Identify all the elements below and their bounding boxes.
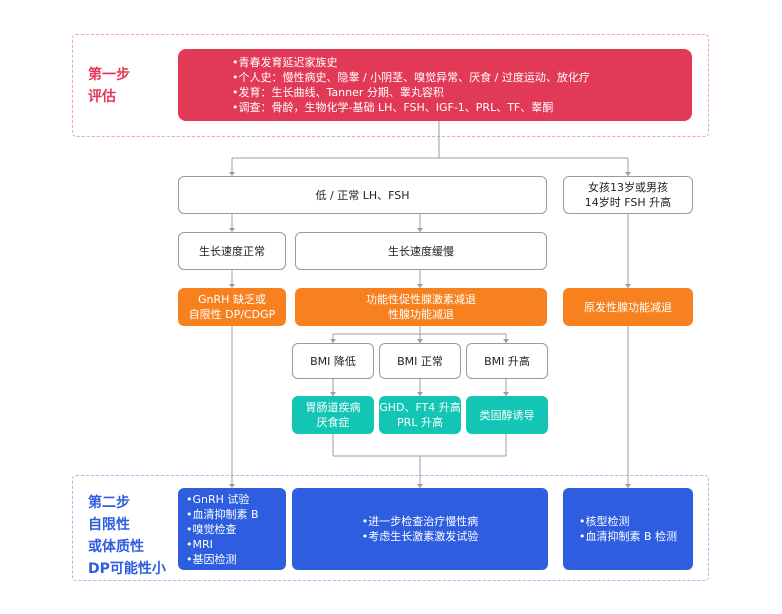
assessment-box: •青春发育延迟家族史 •个人史：慢性病史、隐睾 / 小阴茎、嗅觉异常、厌食 / … xyxy=(178,49,692,121)
gnrh-deficiency-box: GnRH 缺乏或 自限性 DP/CDGP xyxy=(178,288,286,326)
steroid-induced-box: 类固醇诱导 xyxy=(466,396,548,434)
gnrh-deficiency-line2: 自限性 DP/CDGP xyxy=(188,308,276,321)
gnrh-deficiency-line1: GnRH 缺乏或 xyxy=(198,293,266,306)
test-item: •考虑生长激素激发试验 xyxy=(361,530,479,543)
test-item: •MRI xyxy=(186,537,213,551)
test-item: •嗅觉检查 xyxy=(186,522,237,536)
growth-normal-label: 生长速度正常 xyxy=(199,244,265,258)
step2-label-line3: 或体质性 xyxy=(88,539,144,555)
low-lh-fsh-box: 低 / 正常 LH、FSH xyxy=(178,176,547,214)
primary-hypogonadism-label: 原发性腺功能减退 xyxy=(584,300,672,314)
high-fsh-line2: 14岁时 FSH 升高 xyxy=(584,196,672,209)
bmi-high-box: BMI 升高 xyxy=(466,343,548,379)
growth-normal-box: 生长速度正常 xyxy=(178,232,286,270)
step2-label-line4: DP可能性小 xyxy=(88,561,166,577)
step1-label-line1: 第一步 xyxy=(88,67,130,83)
bmi-low-label: BMI 降低 xyxy=(310,354,356,368)
step2-label-line2: 自限性 xyxy=(88,517,130,533)
functional-hypogonadism-box: 功能性促性腺激素减退 性腺功能减退 xyxy=(295,288,547,326)
chronic-disease-list: •进一步检查治疗慢性病 •考虑生长激素激发试验 xyxy=(362,514,479,544)
gi-disease-line1: 胃肠道疾病 xyxy=(305,401,361,414)
assessment-item: •调查：骨龄，生物化学-基础 LH、FSH、IGF-1、PRL、TF、睾酮 xyxy=(232,101,554,114)
high-fsh-line1: 女孩13岁或男孩 xyxy=(588,181,668,194)
step1-frame xyxy=(72,34,709,137)
gnrh-tests-box: •GnRH 试验 •血清抑制素 B •嗅觉检查 •MRI •基因检测 xyxy=(178,488,286,570)
steroid-induced-label: 类固醇诱导 xyxy=(479,408,535,422)
test-item: •核型检测 xyxy=(578,515,630,528)
karyotype-list: •核型检测 •血清抑制素 B 检测 xyxy=(579,514,677,544)
primary-hypogonadism-box: 原发性腺功能减退 xyxy=(563,288,693,326)
assessment-item: •个人史：慢性病史、隐睾 / 小阴茎、嗅觉异常、厌食 / 过度运动、放化疗 xyxy=(232,71,590,84)
ghd-box: GHD、FT4 升高 PRL 升高 xyxy=(379,396,461,434)
growth-slow-label: 生长速度缓慢 xyxy=(388,244,454,258)
bmi-high-label: BMI 升高 xyxy=(484,354,530,368)
step2-label-line1: 第二步 xyxy=(88,495,130,511)
assessment-item: •发育：生长曲线、Tanner 分期、睾丸容积 xyxy=(232,86,444,99)
assessment-list: •青春发育延迟家族史 •个人史：慢性病史、隐睾 / 小阴茎、嗅觉异常、厌食 / … xyxy=(232,55,590,115)
functional-hypogonadism-line1: 功能性促性腺激素减退 xyxy=(366,293,476,306)
gi-disease-box: 胃肠道疾病 厌食症 xyxy=(292,396,374,434)
growth-slow-box: 生长速度缓慢 xyxy=(295,232,547,270)
step1-label-line2: 评估 xyxy=(88,89,116,105)
step2-frame xyxy=(72,475,709,581)
bmi-normal-box: BMI 正常 xyxy=(379,343,461,379)
ghd-line2: PRL 升高 xyxy=(397,416,443,429)
step2-label: 第二步 自限性 或体质性 DP可能性小 xyxy=(88,492,174,580)
ghd-line1: GHD、FT4 升高 xyxy=(379,401,461,414)
test-item: •血清抑制素 B 检测 xyxy=(578,530,678,543)
high-fsh-box: 女孩13岁或男孩 14岁时 FSH 升高 xyxy=(563,176,693,214)
test-item: •基因检测 xyxy=(186,552,237,566)
bmi-low-box: BMI 降低 xyxy=(292,343,374,379)
gnrh-tests-list: •GnRH 试验 •血清抑制素 B •嗅觉检查 •MRI •基因检测 xyxy=(186,492,259,567)
test-item: •进一步检查治疗慢性病 xyxy=(361,515,479,528)
assessment-item: •青春发育延迟家族史 xyxy=(232,56,338,69)
gi-disease-line2: 厌食症 xyxy=(316,416,350,429)
low-lh-fsh-label: 低 / 正常 LH、FSH xyxy=(315,188,410,202)
bmi-normal-label: BMI 正常 xyxy=(397,354,443,368)
karyotype-box: •核型检测 •血清抑制素 B 检测 xyxy=(563,488,693,570)
test-item: •GnRH 试验 xyxy=(186,492,250,506)
test-item: •血清抑制素 B xyxy=(186,507,259,521)
functional-hypogonadism-line2: 性腺功能减退 xyxy=(388,308,454,321)
chronic-disease-box: •进一步检查治疗慢性病 •考虑生长激素激发试验 xyxy=(292,488,548,570)
step1-label: 第一步 评估 xyxy=(88,64,158,108)
